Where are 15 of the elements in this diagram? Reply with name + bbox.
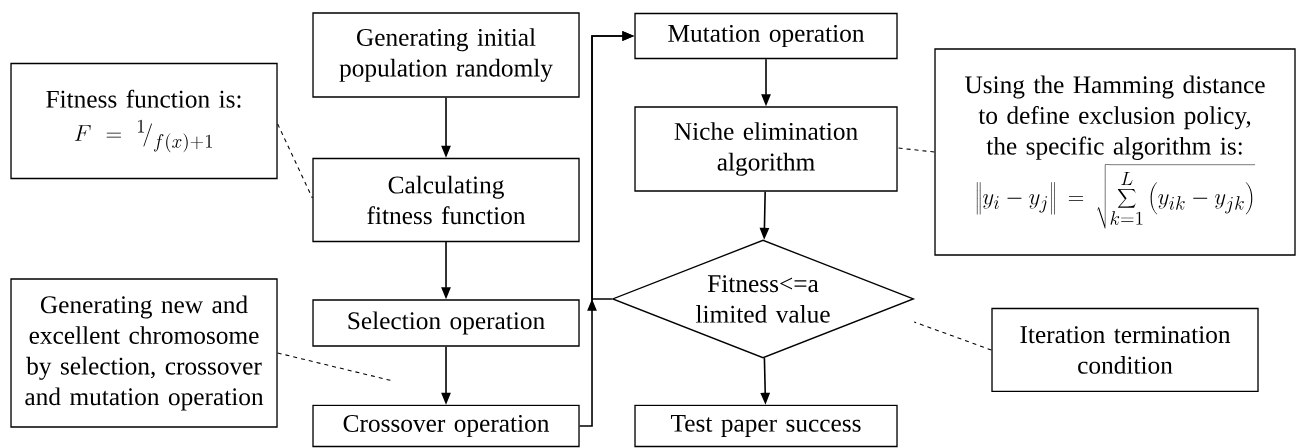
callout-box: Iteration termination condition [991, 307, 1259, 393]
leader-line [913, 321, 992, 351]
process-box: Niche elimination algorithm [634, 106, 898, 192]
leader-line [277, 352, 394, 382]
process-box: Mutation operation [634, 12, 898, 60]
callout-box: Fitness function is: $F = {}^{1}\!\Big/_{f\left(x\right)+1}$ [10, 62, 278, 180]
process-box: Generating initial population randomly [312, 12, 580, 98]
leader-line [277, 123, 313, 199]
callout-box: Generating new and excellent chromosome by selection, crossover and mutation operation [10, 278, 278, 428]
process-box: Calculating fitness function [312, 157, 580, 243]
process-box: Selection operation [312, 299, 580, 347]
callout-box: Using the Hamming distance to define exclusion policy, the specific algorithm is: $\left\| y_i - y_j \right\| = \sqrt{\sum_{k=1}^{L} \left( y_{ik} - y_{jk} \right)}$ [934, 48, 1296, 256]
leader-line [897, 147, 935, 153]
process-box: Test paper success [634, 404, 898, 448]
process-box: Crossover operation [312, 404, 580, 448]
